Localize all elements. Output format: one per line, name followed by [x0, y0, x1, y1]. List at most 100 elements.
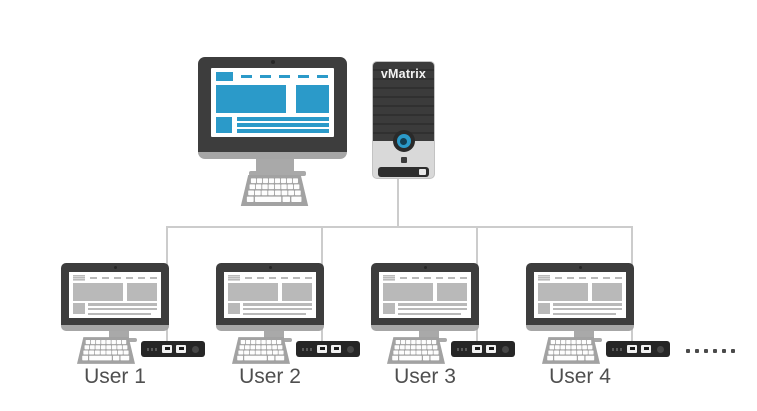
user-screen: [69, 272, 161, 318]
nav-item-icon: [555, 277, 562, 279]
screen-footer-blocks: [538, 303, 622, 315]
text-line: [237, 117, 329, 121]
user-keyboard-icon: [77, 337, 135, 364]
screen-navbar: [383, 275, 467, 281]
nav-item-icon: [269, 277, 276, 279]
text-line: [553, 307, 622, 311]
content-block: [228, 283, 278, 301]
ellipsis-dot: [731, 349, 735, 353]
monitor-bottom-strip: [216, 325, 324, 331]
ellipsis-dot: [704, 349, 708, 353]
thumbnail-block: [383, 303, 395, 314]
content-block: [296, 85, 329, 113]
user-station-2: User 2: [214, 260, 364, 405]
server-label: vMatrix: [380, 67, 427, 81]
screen-content-blocks: [228, 283, 312, 301]
nav-item-icon: [114, 277, 121, 279]
text-line: [243, 307, 312, 311]
zero-client-device: [296, 341, 360, 357]
content-block: [282, 283, 312, 301]
vmatrix-server-tower: vMatrix: [372, 61, 435, 179]
power-button-icon: [502, 345, 509, 353]
usb-port-icon: [162, 345, 172, 353]
text-lines: [243, 303, 312, 315]
vent-grill-icon: [457, 347, 469, 351]
content-block: [73, 283, 123, 301]
text-line: [243, 303, 312, 306]
power-button-icon: [192, 345, 199, 353]
tower-led-icon: [401, 157, 407, 163]
nav-item-icon: [90, 277, 97, 279]
ellipsis-dot: [695, 349, 699, 353]
monitor-stand-neck: [419, 331, 439, 339]
text-line: [88, 307, 157, 311]
host-screen: [211, 68, 334, 137]
monitor-stand-base: [249, 171, 306, 176]
text-line: [88, 303, 157, 306]
tower-front-panel: vMatrix: [373, 62, 434, 141]
nav-item-icon: [615, 277, 622, 279]
content-block: [437, 283, 467, 301]
nav-item-icon: [102, 277, 109, 279]
nav-item-icon: [138, 277, 145, 279]
thumbnail-block: [538, 303, 550, 314]
screen-navbar: [228, 275, 312, 281]
text-line: [553, 303, 622, 306]
usb-port-icon: [317, 345, 327, 353]
thumbnail-block: [216, 117, 232, 133]
text-lines: [88, 303, 157, 315]
webcam-dot-icon: [113, 265, 117, 269]
content-block: [538, 283, 588, 301]
user-monitor: [371, 263, 479, 331]
nav-item-icon: [317, 75, 328, 78]
content-block: [127, 283, 157, 301]
text-line: [237, 129, 329, 133]
usb-port-icon: [331, 345, 341, 353]
screen-navbar: [216, 72, 329, 81]
screen-navbar: [73, 275, 157, 281]
ellipsis-dot: [722, 349, 726, 353]
user-station-1: User 1: [59, 260, 209, 405]
user-label: User 1: [84, 365, 146, 388]
nav-item-icon: [257, 277, 264, 279]
usb-port-icon: [486, 345, 496, 353]
host-keyboard-icon: [240, 175, 309, 206]
nav-item-icon: [241, 75, 252, 78]
monitor-stand-neck: [256, 159, 294, 171]
text-line: [243, 312, 307, 315]
text-lines: [237, 117, 329, 133]
monitor-stand-neck: [109, 331, 129, 339]
text-line: [398, 307, 467, 311]
logo-block-icon: [73, 275, 85, 281]
screen-footer-blocks: [228, 303, 312, 315]
power-button-icon: [392, 130, 415, 152]
user-station-3: User 3: [369, 260, 519, 405]
zero-client-device: [451, 341, 515, 357]
user-screen: [224, 272, 316, 318]
user-keyboard-icon: [542, 337, 600, 364]
text-line: [88, 312, 152, 315]
nav-item-icon: [603, 277, 610, 279]
logo-block-icon: [538, 275, 550, 281]
nav-item-icon: [591, 277, 598, 279]
text-line: [553, 312, 617, 315]
ellipsis-dot: [713, 349, 717, 353]
screen-content-blocks: [216, 85, 329, 113]
logo-block-icon: [383, 275, 395, 281]
usb-port-icon: [627, 345, 637, 353]
text-line: [237, 123, 329, 127]
nav-item-icon: [260, 75, 271, 78]
user-label: User 4: [549, 365, 611, 388]
host-to-bus-line: [397, 179, 399, 226]
nav-item-icon: [400, 277, 407, 279]
nav-item-icon: [150, 277, 157, 279]
more-users-ellipsis: [686, 349, 735, 353]
zero-client-device: [606, 341, 670, 357]
tower-drive-bay: [378, 167, 429, 177]
user-station-4: User 4: [524, 260, 674, 405]
vent-grill-icon: [612, 347, 624, 351]
thumbnail-block: [73, 303, 85, 314]
host-computer: vMatrix: [195, 50, 445, 215]
webcam-dot-icon: [578, 265, 582, 269]
